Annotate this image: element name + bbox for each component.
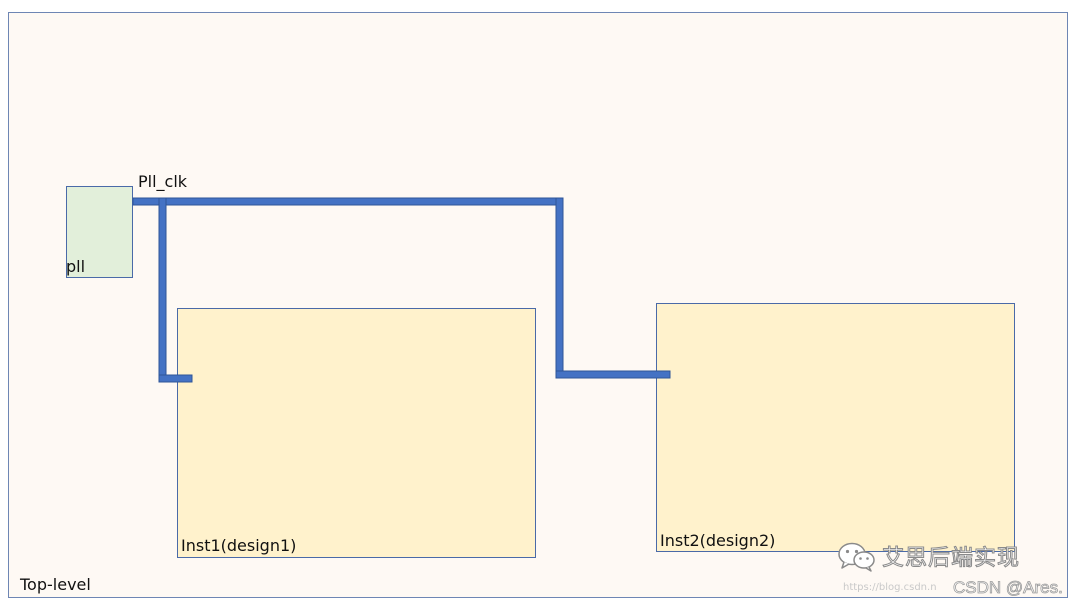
top-level-label: Top-level <box>20 575 91 594</box>
inst1-label: Inst1(design1) <box>181 536 297 555</box>
pll-clk-net-label: Pll_clk <box>138 172 188 191</box>
inst2-block <box>656 303 1015 552</box>
inst1-block <box>177 308 536 558</box>
pll-label: pll <box>66 257 86 276</box>
wechat-icon <box>838 542 875 572</box>
pll-block <box>66 186 133 278</box>
inst2-label: Inst2(design2) <box>660 531 776 550</box>
watermark-credit: CSDN @Ares. <box>953 578 1064 598</box>
watermark-url: https://blog.csdn.n <box>843 582 937 593</box>
watermark-title: 艾思后端实现 <box>881 546 1021 572</box>
watermark: 艾思后端实现 <box>836 540 1020 572</box>
